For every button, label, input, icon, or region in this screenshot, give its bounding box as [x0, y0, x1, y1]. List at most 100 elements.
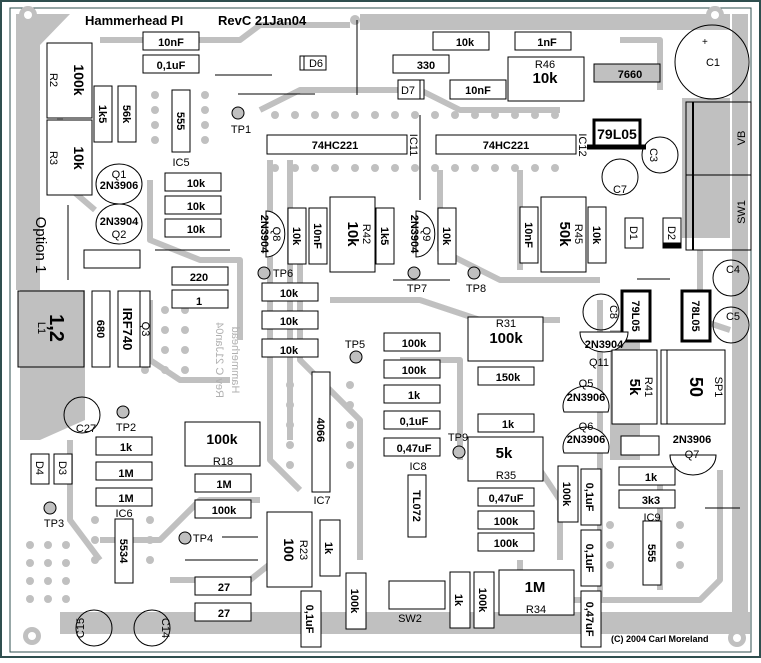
regulator-78l05: [680, 289, 712, 343]
board-title: Hammerhead PI: [85, 13, 183, 28]
resistor-10k-q9: [437, 207, 457, 265]
resistor-10k-f-label: 10k: [280, 345, 299, 357]
jumper-pads-right: [620, 435, 660, 456]
testpoint-tp9-label: TP9: [448, 432, 468, 444]
resistor-100k-a: [383, 332, 441, 352]
resistor-1k-left-label: 1k: [120, 442, 133, 454]
cap-c7: [601, 158, 639, 196]
testpoint-tp6: [257, 266, 271, 280]
ic7-value: 4066: [314, 418, 326, 442]
ic12-value: 74HC221: [483, 140, 529, 152]
ic12-74hc221: [435, 134, 577, 155]
resistor-10k-b-label: 10k: [187, 201, 206, 213]
resistor-1k5-left-label: 1k5: [96, 105, 108, 123]
trimmer-sp1-ref: SP1: [712, 377, 724, 398]
diode-d1: [624, 217, 644, 249]
resistor-10k-q8-label: 10k: [290, 227, 302, 246]
testpoint-tp1-label: TP1: [231, 124, 251, 136]
cap-10nf-mid: [449, 79, 507, 100]
resistor-1k-r23-label: 1k: [322, 542, 334, 555]
transistor-q8: [265, 210, 286, 258]
resistor-220: [171, 266, 229, 286]
resistor-150k-label: 150k: [496, 372, 521, 384]
cap-c14-label: C14: [159, 618, 171, 638]
trimmer-r34-value: 1M: [525, 579, 546, 596]
resistor-100k-a-label: 100k: [402, 338, 427, 350]
trimmer-r41-ref: R41: [642, 377, 654, 397]
ic8-ref: IC8: [409, 461, 426, 473]
diode-d7: [397, 79, 425, 100]
transistor-q2: [95, 203, 143, 245]
trimmer-r35: [467, 436, 544, 482]
transistor-q6: [562, 426, 610, 454]
transistor-q8-value: 2N3904: [258, 215, 270, 254]
transistor-q7-value: 2N3906: [673, 434, 712, 446]
cap-c8: [582, 293, 620, 331]
inductor-l1: [17, 290, 85, 368]
diode-d2-label: D2: [665, 226, 677, 240]
inductor-l1-value: 1,2: [45, 314, 67, 342]
transistor-q1-ref: Q1: [112, 169, 127, 181]
transistor-q11-value: 2N3904: [585, 339, 624, 351]
cap-c15: [75, 609, 113, 647]
cap-01uf-vertical-2: [580, 529, 602, 587]
cap-c1-plus: +: [702, 37, 708, 48]
testpoint-tp5: [349, 350, 363, 364]
diode-d4-label: D4: [33, 461, 45, 475]
ic6-value: 5534: [117, 539, 129, 564]
trimmer-r46-value: 10k: [532, 70, 558, 87]
cap-c4-label: C4: [726, 264, 740, 276]
trimmer-r31-value: 100k: [489, 330, 523, 347]
resistor-680: [91, 290, 111, 368]
ic7-ref: IC7: [313, 495, 330, 507]
resistor-100k-bottom-label: 100k: [348, 589, 360, 614]
copyright-label: (C) 2004 Carl Moreland: [611, 634, 709, 644]
cap-c4: [712, 259, 750, 297]
resistor-1k-r35: [477, 413, 535, 433]
resistor-10k-e: [261, 310, 319, 330]
resistor-1k-r23: [319, 519, 341, 577]
mosfet-q3-value: IRF740: [120, 308, 135, 351]
ic-7660: [593, 63, 661, 83]
resistor-100k-b-label: 100k: [402, 365, 427, 377]
resistor-56k-label: 56k: [120, 105, 132, 124]
cap-1nf-top: [514, 31, 572, 51]
trimmer-r42-ref: R42: [360, 224, 372, 244]
transistor-q5-ref: Q5: [579, 378, 594, 390]
ic6-ref: IC6: [115, 508, 132, 520]
resistor-27-b: [194, 602, 252, 622]
switch-sw2-label: SW2: [398, 613, 422, 625]
trimmer-r41: [611, 349, 658, 425]
diode-d3-label: D3: [56, 461, 68, 475]
diode-d7-label: D7: [401, 85, 415, 97]
transistor-q9-ref: Q9: [420, 227, 432, 242]
resistor-3k3-label: 3k3: [642, 495, 660, 507]
resistor-3k3: [618, 489, 676, 509]
transistor-q5-value: 2N3906: [567, 392, 606, 404]
testpoint-tp4-label: TP4: [193, 533, 213, 545]
testpoint-tp5-label: TP5: [345, 339, 365, 351]
testpoint-tp7: [407, 266, 421, 280]
trimmer-r46-ref: R46: [535, 59, 555, 71]
resistor-680-label: 680: [94, 320, 106, 338]
board-revision: RevC 21Jan04: [218, 13, 307, 28]
cap-047uf-vertical-label: 0,47uF: [583, 602, 595, 637]
trimmer-r31-ref: R31: [496, 318, 516, 330]
testpoint-tp9: [452, 445, 466, 459]
jumper-header: [83, 249, 141, 269]
pads: [19, 6, 746, 647]
resistor-1m-a-label: 1M: [118, 468, 133, 480]
resistor-10k-b: [164, 195, 222, 215]
trimmer-sp1: [660, 349, 726, 425]
ic5-555: [171, 89, 191, 153]
trimmer-r23: [266, 511, 313, 588]
transistor-q11: [579, 331, 629, 353]
testpoint-tp7-label: TP7: [407, 283, 427, 295]
trimmer-r18-ref: R18: [213, 456, 233, 468]
jumper-wires: [67, 20, 740, 561]
cap-01uf-top: [142, 54, 200, 74]
transistor-q2-ref: Q2: [112, 229, 127, 241]
cap-047uf-vertical: [580, 590, 602, 648]
ic5-value: 555: [174, 112, 186, 130]
